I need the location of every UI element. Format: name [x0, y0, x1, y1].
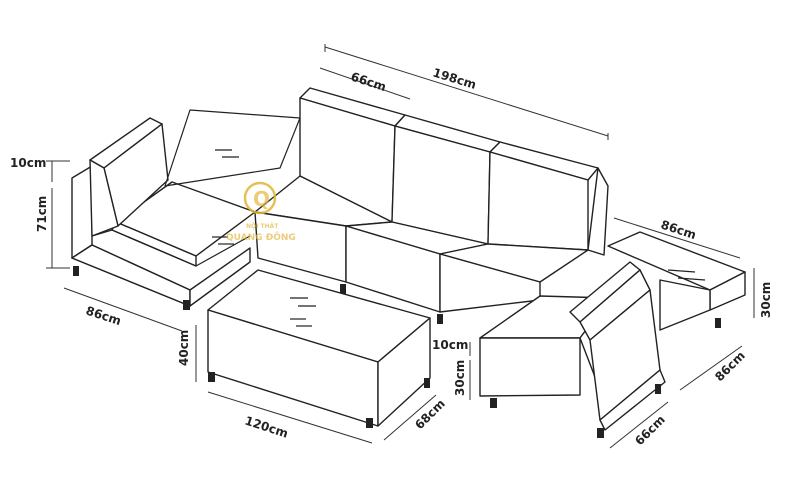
three-seat-module	[254, 87, 609, 324]
label-10cm-left: 10cm	[10, 156, 46, 170]
label-68cm: 68cm	[412, 397, 448, 433]
dimension-lines	[46, 44, 755, 449]
label-66cm-top: 66cm	[349, 70, 388, 95]
label-40cm: 40cm	[177, 330, 191, 366]
logo-ring	[243, 181, 277, 215]
brand-logo-watermark: Q NỘI THẤT QUANG ĐÔNG	[226, 181, 296, 243]
label-30cm-seat: 30cm	[453, 360, 467, 396]
label-66cm-bottom-right: 66cm	[632, 413, 668, 449]
label-86cm-right: 86cm	[712, 349, 748, 385]
label-71cm-left: 71cm	[35, 196, 49, 232]
coffee-table	[207, 269, 431, 428]
label-30cm-platform: 30cm	[759, 282, 773, 318]
logo-line2: QUANG ĐÔNG	[226, 231, 296, 243]
label-120cm: 120cm	[243, 414, 290, 441]
logo-letter: Q	[253, 187, 270, 211]
logo-line1: NỘI THẤT	[246, 222, 279, 230]
left-corner-module	[71, 109, 301, 310]
label-10cm-right: 10cm	[432, 338, 468, 352]
right-chair-module	[479, 261, 666, 438]
chaise-platform	[607, 231, 746, 331]
